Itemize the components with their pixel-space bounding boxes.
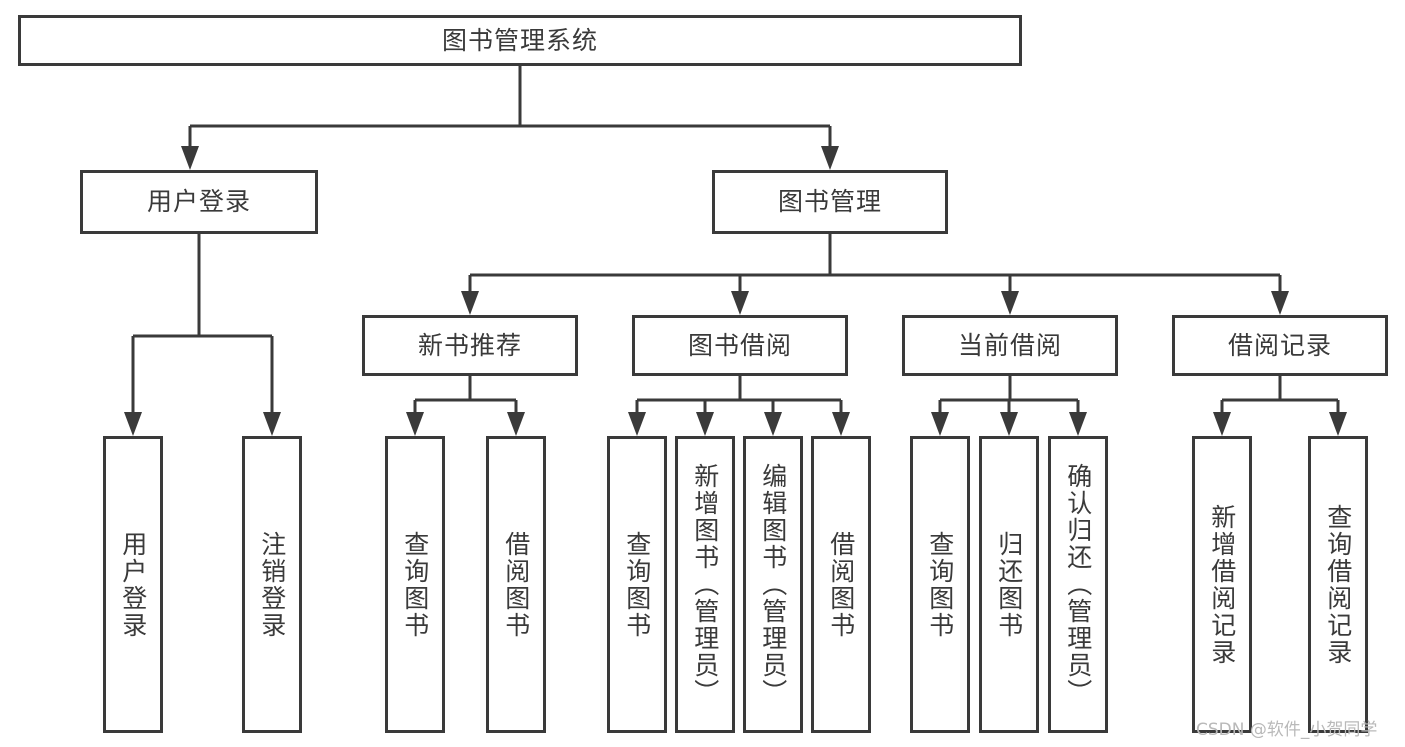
arrowhead-confirm-return [1069,412,1087,436]
arrowhead-user-login [181,146,199,170]
arrowhead-edit-book [764,412,782,436]
node-leaf-edit-book-label: 编辑图书（管理员） [758,463,788,706]
arrowhead-leaf-user-logout [263,412,281,436]
node-leaf-query-record-label: 查询借阅记录 [1323,503,1353,666]
arrowhead-book-management [821,146,839,170]
node-book-borrow-label: 图书借阅 [687,330,792,360]
node-user-login-label: 用户登录 [146,187,251,217]
arrowhead-query-record [1329,412,1347,436]
node-leaf-query-book-3-label: 查询图书 [925,530,955,639]
node-leaf-borrow-book-1-label: 借阅图书 [501,530,531,639]
node-leaf-add-book-label: 新增图书（管理员） [690,463,720,706]
node-leaf-return-book[interactable]: 归还图书 [979,436,1039,733]
node-new-book-recommend-label: 新书推荐 [417,330,522,360]
arrowhead-borrow-record [1271,291,1289,315]
arrowhead-add-book [696,412,714,436]
arrowhead-return-book [1000,412,1018,436]
node-current-borrow[interactable]: 当前借阅 [902,315,1118,376]
node-leaf-borrow-book-2[interactable]: 借阅图书 [811,436,871,733]
node-leaf-user-logout-label: 注销登录 [257,530,287,639]
node-leaf-add-record-label: 新增借阅记录 [1207,503,1237,666]
arrowhead-borrow-book-2 [832,412,850,436]
node-leaf-add-record[interactable]: 新增借阅记录 [1192,436,1252,733]
node-leaf-query-book-1-label: 查询图书 [400,530,430,639]
node-current-borrow-label: 当前借阅 [957,330,1062,360]
node-leaf-edit-book[interactable]: 编辑图书（管理员） [743,436,803,733]
arrowhead-book-borrow [731,291,749,315]
node-leaf-query-book-2-label: 查询图书 [622,530,652,639]
arrowhead-query-book-3 [931,412,949,436]
node-leaf-query-record[interactable]: 查询借阅记录 [1308,436,1368,733]
node-borrow-record[interactable]: 借阅记录 [1172,315,1388,376]
arrowhead-query-book-1 [406,412,424,436]
node-leaf-query-book-3[interactable]: 查询图书 [910,436,970,733]
node-leaf-add-book[interactable]: 新增图书（管理员） [675,436,735,733]
node-book-management[interactable]: 图书管理 [712,170,948,234]
node-leaf-query-book-1[interactable]: 查询图书 [385,436,445,733]
arrowhead-borrow-book-1 [507,412,525,436]
node-root[interactable]: 图书管理系统 [18,15,1022,66]
csdn-watermark: CSDN @软件_小贺同学 [1196,720,1378,740]
node-leaf-borrow-book-2-label: 借阅图书 [826,530,856,639]
node-leaf-return-book-label: 归还图书 [994,530,1024,639]
node-book-management-label: 图书管理 [777,187,882,217]
node-root-label: 图书管理系统 [441,25,598,55]
node-leaf-user-login-label: 用户登录 [118,530,148,639]
arrowhead-add-record [1213,412,1231,436]
node-leaf-confirm-return-label: 确认归还（管理员） [1063,463,1093,706]
arrowhead-query-book-2 [628,412,646,436]
node-user-login[interactable]: 用户登录 [80,170,318,234]
node-leaf-query-book-2[interactable]: 查询图书 [607,436,667,733]
node-leaf-user-logout[interactable]: 注销登录 [242,436,302,733]
node-new-book-recommend[interactable]: 新书推荐 [362,315,578,376]
node-book-borrow[interactable]: 图书借阅 [632,315,848,376]
arrowhead-current-borrow [1001,291,1019,315]
node-leaf-user-login[interactable]: 用户登录 [103,436,163,733]
node-leaf-borrow-book-1[interactable]: 借阅图书 [486,436,546,733]
arrowhead-new-book-recommend [461,291,479,315]
node-leaf-confirm-return[interactable]: 确认归还（管理员） [1048,436,1108,733]
arrowhead-leaf-user-login [124,412,142,436]
node-borrow-record-label: 借阅记录 [1227,330,1332,360]
